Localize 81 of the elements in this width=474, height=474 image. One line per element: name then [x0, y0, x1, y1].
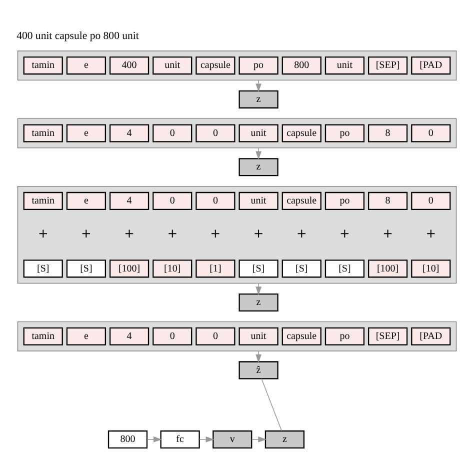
node-box: po — [324, 191, 365, 210]
node-box: [S] — [23, 259, 63, 278]
label: + — [296, 226, 307, 240]
label: + — [167, 226, 178, 240]
node-box: z — [238, 158, 278, 176]
cluster — [17, 118, 457, 148]
node-box: po — [324, 326, 365, 345]
node-box: 4 — [109, 124, 150, 142]
node-box: [100] — [109, 259, 150, 278]
node-box: 0 — [411, 191, 451, 210]
node-box: po — [324, 124, 365, 142]
node-box: [10] — [411, 259, 451, 278]
node-box: capsule — [196, 56, 236, 74]
node-box: tamin — [23, 326, 63, 345]
node-box: capsule — [282, 124, 322, 142]
label: + — [253, 226, 264, 240]
node-box: [100] — [368, 259, 408, 278]
node-box: [S] — [282, 259, 322, 278]
node-box: 800 — [282, 56, 322, 74]
node-box: 8 — [368, 191, 408, 210]
node-box: [S] — [66, 259, 106, 278]
node-box: e — [66, 124, 106, 142]
node-box: unit — [238, 124, 278, 142]
node-box: capsule — [282, 326, 322, 345]
node-box: unit — [238, 326, 278, 345]
node-box: [PAD — [411, 56, 451, 74]
node-box: 0 — [196, 326, 236, 345]
node-box: z — [238, 292, 278, 312]
node-box: fc — [160, 430, 200, 448]
node-box: 4 — [109, 191, 150, 210]
node-box: [S] — [324, 259, 365, 278]
node-box: 0 — [411, 124, 451, 142]
node-box: 0 — [196, 191, 236, 210]
node-box: ẑ — [238, 360, 278, 379]
node-box: [SEP] — [368, 326, 408, 345]
node-box: z — [264, 430, 305, 448]
diagram-title: 400 unit capsule po 800 unit — [16, 29, 139, 42]
node-box: [1] — [196, 259, 236, 278]
node-box: 0 — [152, 124, 192, 142]
node-box: tamin — [23, 124, 63, 142]
node-box: 800 — [108, 430, 148, 448]
node-box: [S] — [238, 259, 278, 278]
node-box: tamin — [23, 191, 63, 210]
node-box: 8 — [368, 124, 408, 142]
node-box: [PAD — [411, 326, 451, 345]
label: + — [81, 226, 92, 240]
arrow — [256, 146, 262, 160]
node-box: z — [238, 90, 278, 108]
arrow — [256, 350, 262, 362]
node-box: e — [66, 191, 106, 210]
arrow — [256, 282, 262, 295]
node-box: [SEP] — [368, 56, 408, 74]
arrow — [251, 436, 267, 442]
label: + — [340, 226, 350, 240]
node-box: 0 — [152, 326, 192, 345]
node-box: capsule — [282, 191, 322, 210]
cluster — [17, 185, 457, 284]
node-box: 0 — [196, 124, 236, 142]
connector — [261, 378, 282, 431]
arrow — [146, 436, 162, 442]
label: + — [38, 226, 48, 240]
node-box: v — [212, 430, 252, 448]
node-box: e — [66, 326, 106, 345]
cluster — [17, 50, 457, 80]
node-box: 400 — [109, 56, 150, 74]
node-box: e — [66, 56, 106, 74]
node-box: unit — [152, 56, 192, 74]
node-box: unit — [238, 191, 278, 210]
cluster — [17, 320, 457, 351]
arrow — [256, 79, 262, 92]
node-box: 0 — [152, 191, 192, 210]
node-box: [10] — [152, 259, 192, 278]
label: + — [382, 226, 393, 240]
node-box: po — [238, 56, 278, 74]
node-box: 4 — [109, 326, 150, 345]
node-box: tamin — [23, 56, 63, 74]
label: + — [210, 226, 221, 240]
arrow — [199, 436, 214, 442]
label: + — [426, 226, 436, 240]
label: + — [124, 226, 134, 240]
node-box: unit — [324, 56, 365, 74]
